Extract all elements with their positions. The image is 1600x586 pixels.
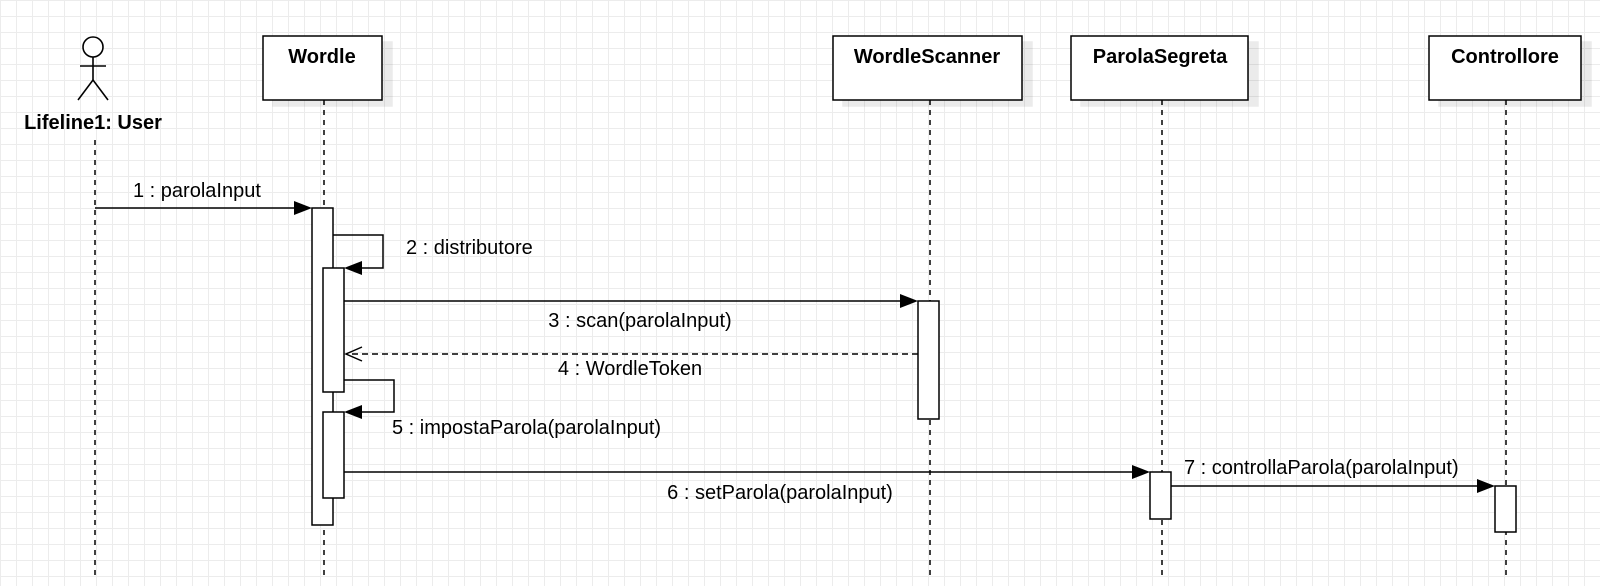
activation-segreta[interactable] (1149, 471, 1172, 520)
participant-box (1070, 35, 1249, 101)
actor-user-figure[interactable] (77, 36, 109, 101)
actor-left-leg (77, 79, 94, 101)
participant-wordlescanner[interactable]: WordleScanner (832, 35, 1023, 101)
arrowhead-filled (344, 405, 362, 419)
message-3-label: 3 : scan(parolaInput) (548, 310, 731, 332)
participant-box (1428, 35, 1582, 101)
message-2-self-arrow[interactable] (333, 234, 384, 269)
message-4-label: 4 : WordleToken (558, 358, 702, 380)
participant-box (262, 35, 383, 101)
message-5-self-arrow[interactable] (344, 379, 395, 413)
participant-label: Wordle (288, 46, 355, 68)
participant-wordle[interactable]: Wordle (262, 35, 383, 101)
message-6-label: 6 : setParola(parolaInput) (667, 482, 893, 504)
activation-controllore[interactable] (1494, 485, 1517, 533)
participant-label: WordleScanner (854, 46, 1001, 68)
activation-scanner[interactable] (917, 300, 940, 420)
actor-right-leg (92, 79, 109, 101)
arrowhead-filled (1477, 479, 1495, 493)
arrowhead-open (344, 346, 363, 362)
actor-head (82, 36, 104, 58)
participant-parolasegreta[interactable]: ParolaSegreta (1070, 35, 1249, 101)
message-2-label: 2 : distributore (406, 237, 533, 259)
arrowhead-filled (1132, 465, 1150, 479)
activation-wordle-distributore[interactable] (322, 267, 345, 393)
message-5-label: 5 : impostaParola(parolaInput) (392, 417, 661, 439)
participant-label: ParolaSegreta (1093, 46, 1228, 68)
actor-label: Lifeline1: User (24, 112, 162, 134)
arrowhead-filled (294, 201, 312, 215)
arrowhead-filled (344, 261, 362, 275)
participant-controllore[interactable]: Controllore (1428, 35, 1582, 101)
message-1-label: 1 : parolaInput (133, 180, 261, 202)
activation-wordle-impostaparola[interactable] (322, 411, 345, 499)
arrowhead-filled (900, 294, 918, 308)
participant-box (832, 35, 1023, 101)
participant-label: Controllore (1451, 46, 1559, 68)
message-7-label: 7 : controllaParola(parolaInput) (1184, 457, 1459, 479)
